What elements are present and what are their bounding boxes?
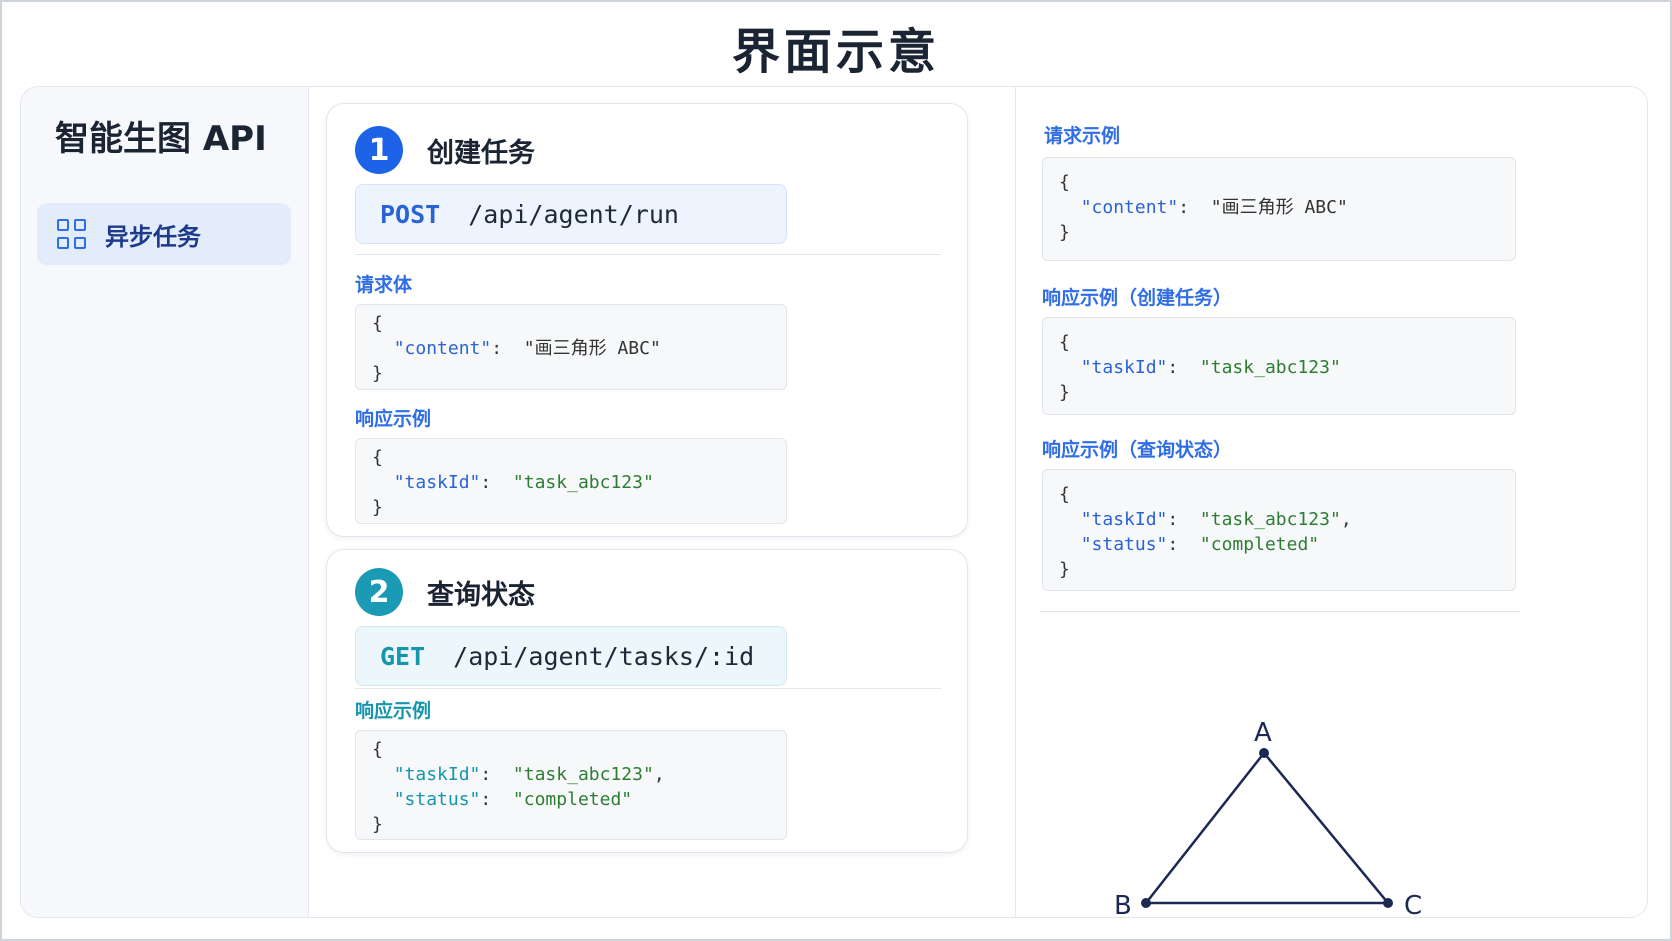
http-method: GET [380,641,426,671]
response-example-label: 响应示例 [355,700,432,722]
sidebar-item-label: 异步任务 [105,222,201,251]
response-example-code: { "taskId": "task_abc123" } [355,438,787,524]
query-response-label: 响应示例（查询状态） [1042,439,1233,461]
endpoint-get: GET /api/agent/tasks/:id [355,626,787,686]
endpoint-path: /api/agent/run [468,199,679,229]
request-example-code: { "content": "画三角形 ABC" } [1042,157,1516,261]
create-response-code: { "taskId": "task_abc123" } [1042,317,1516,415]
step-number-badge: 2 [355,568,403,616]
request-body-code: { "content": "画三角形 ABC" } [355,304,787,390]
vertex-c-label: C [1404,891,1422,915]
request-example-label: 请求示例 [1044,125,1121,147]
response-example-label: 响应示例 [355,408,432,430]
divider [355,688,941,689]
grid-icon [57,219,87,249]
step-header: 1 创建任务 [355,126,535,174]
examples-panel: 请求示例 { "content": "画三角形 ABC" } 响应示例（创建任务… [1015,87,1647,917]
request-body-label: 请求体 [355,274,413,296]
step-title: 创建任务 [427,137,535,169]
vertex-b-label: B [1114,891,1132,915]
step-header: 2 查询状态 [355,568,535,616]
query-status-card: 2 查询状态 GET /api/agent/tasks/:id 响应示例 { "… [326,549,968,853]
step-number-badge: 1 [355,126,403,174]
vertex-a-label: A [1254,718,1272,748]
triangle-diagram: A B C [1114,718,1422,915]
page-title: 界面示意 [731,24,940,80]
vertex-b-dot [1141,898,1151,908]
divider [355,254,941,255]
sidebar: 智能生图 API 异步任务 [21,87,309,917]
step-title: 查询状态 [427,579,535,611]
vertex-c-dot [1383,898,1393,908]
create-response-label: 响应示例（创建任务） [1042,287,1233,309]
sidebar-item-async-tasks[interactable]: 异步任务 [37,203,291,265]
endpoint-path: /api/agent/tasks/:id [453,641,755,671]
divider [1040,611,1520,612]
endpoint-post: POST /api/agent/run [355,184,787,244]
response-example-code: { "taskId": "task_abc123", "status": "co… [355,730,787,840]
http-method: POST [380,199,441,229]
query-response-code: { "taskId": "task_abc123", "status": "co… [1042,469,1516,591]
create-task-card: 1 创建任务 POST /api/agent/run 请求体 { "conten… [326,103,968,537]
app-window: 智能生图 API 异步任务 1 创建任务 POST /api/agent/run… [20,86,1648,918]
vertex-a-dot [1259,748,1269,758]
triangle-shape [1143,751,1391,905]
brand-title: 智能生图 API [55,119,267,159]
